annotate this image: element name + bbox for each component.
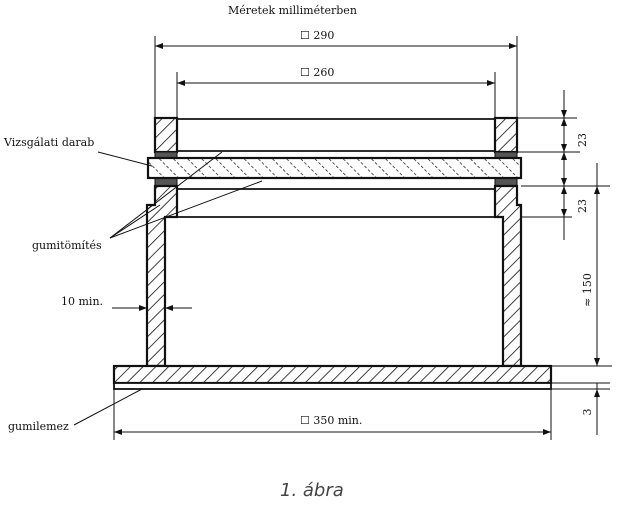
figure-caption: 1. ábra bbox=[280, 480, 344, 501]
dim-23-upper-label: 23 bbox=[576, 133, 589, 147]
specimen-label: Vizsgálati darab bbox=[3, 136, 94, 149]
rubber-sheet bbox=[113, 382, 552, 390]
wall-thickness-label: 10 min. bbox=[61, 295, 103, 308]
specimen-plate bbox=[146, 156, 523, 180]
dim-290-label: ☐ 290 bbox=[300, 29, 334, 42]
dim-260-label: ☐ 260 bbox=[300, 66, 334, 79]
lower-ring bbox=[145, 184, 523, 368]
dim-150-label: ≈ 150 bbox=[581, 273, 594, 307]
dim-290: ☐ 290 bbox=[154, 29, 518, 118]
dim-3-label: 3 bbox=[581, 409, 594, 416]
units-note: Méretek milliméterben bbox=[228, 4, 357, 17]
dim-350-label: ☐ 350 min. bbox=[300, 414, 362, 427]
gasket-label: gumitömítés bbox=[32, 239, 102, 252]
rubber-sheet-label: gumilemez bbox=[8, 420, 69, 433]
dim-350: ☐ 350 min. bbox=[113, 389, 552, 440]
upper-ring bbox=[153, 116, 519, 154]
dim-23-lower-label: 23 bbox=[576, 199, 589, 213]
dims-right: 23 23 ≈ 150 3 bbox=[517, 90, 612, 435]
dim-wall: 10 min. bbox=[61, 295, 192, 311]
dim-260: ☐ 260 bbox=[176, 66, 496, 118]
base-plate bbox=[112, 364, 553, 385]
